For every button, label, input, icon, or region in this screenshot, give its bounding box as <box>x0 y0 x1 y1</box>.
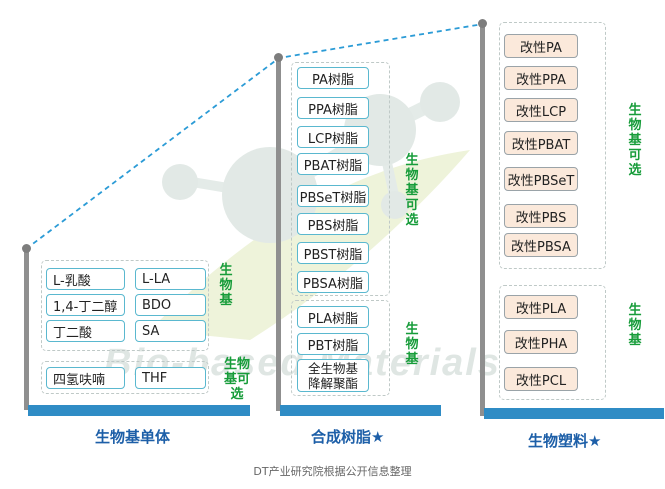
monomer-optional-tag: 生物基可选 <box>223 357 250 402</box>
resin-bio-tag: 生物基 <box>405 322 419 367</box>
plastic-optional-group <box>499 22 606 269</box>
resin-item-1: PA树脂 <box>297 67 369 89</box>
plastic-item-4: 改性PBAT <box>504 131 578 155</box>
monomer-abbr-4: THF <box>135 367 206 389</box>
resin-item-3: LCP树脂 <box>297 126 369 148</box>
monomer-name-4: 四氢呋喃 <box>46 367 125 389</box>
resin-bio-full-line2: 降解聚酯 <box>307 375 358 391</box>
resin-item-4: PBAT树脂 <box>297 153 369 175</box>
resin-optional-group <box>291 62 390 296</box>
plastic-item-2: 改性PPA <box>504 66 578 90</box>
resin-bio-item-full: 全生物基 降解聚酯 <box>297 359 369 392</box>
plastic-item-5: 改性PBSeT <box>504 167 578 191</box>
pillar-3-dot <box>478 19 487 28</box>
column-title-plastic: 生物塑料★ <box>528 432 602 450</box>
monomer-bio-group <box>41 260 209 351</box>
plastic-bio-tag: 生物基 <box>628 303 642 348</box>
base-bar-2 <box>280 405 441 416</box>
resin-item-6: PBS树脂 <box>297 213 369 235</box>
pillar-1 <box>24 250 29 410</box>
resin-bio-group <box>291 300 390 396</box>
monomer-optional-group <box>41 361 209 394</box>
resin-item-2: PPA树脂 <box>297 97 369 119</box>
monomer-abbr-2: BDO <box>135 294 206 316</box>
monomer-abbr-1: L-LA <box>135 268 206 290</box>
column-title-resin: 合成树脂★ <box>311 428 385 446</box>
pillar-3 <box>480 25 485 416</box>
plastic-bio-group <box>499 285 606 400</box>
resin-bio-item-2: PBT树脂 <box>297 333 369 355</box>
resin-optional-tag: 生物基可选 <box>405 153 419 228</box>
monomer-abbr-3: SA <box>135 320 206 342</box>
plastic-bio-item-3: 改性PCL <box>504 367 578 391</box>
pillar-1-dot <box>22 244 31 253</box>
plastic-item-3: 改性LCP <box>504 98 578 122</box>
plastic-item-1: 改性PA <box>504 34 578 58</box>
base-bar-1 <box>28 405 250 416</box>
resin-bio-item-1: PLA树脂 <box>297 306 369 328</box>
monomer-name-2: 1,4-丁二醇 <box>46 294 125 316</box>
resin-item-8: PBSA树脂 <box>297 271 369 293</box>
plastic-item-6: 改性PBS <box>504 204 578 228</box>
column-title-monomer: 生物基单体 <box>95 428 171 446</box>
plastic-bio-item-1: 改性PLA <box>504 295 578 319</box>
monomer-name-3: 丁二酸 <box>46 320 125 342</box>
monomer-name-1: L-乳酸 <box>46 268 125 290</box>
resin-item-7: PBST树脂 <box>297 242 369 264</box>
pillar-2 <box>276 59 281 411</box>
plastic-optional-tag: 生物基可选 <box>628 103 642 178</box>
resin-item-5: PBSeT树脂 <box>297 185 369 207</box>
source-caption: DT产业研究院根据公开信息整理 <box>253 465 412 478</box>
base-bar-3 <box>484 408 664 419</box>
resin-bio-full-line1: 全生物基 <box>307 360 358 376</box>
monomer-bio-tag: 生物基 <box>219 263 233 308</box>
pillar-2-dot <box>274 53 283 62</box>
plastic-bio-item-2: 改性PHA <box>504 330 578 354</box>
plastic-item-7: 改性PBSA <box>504 233 578 257</box>
